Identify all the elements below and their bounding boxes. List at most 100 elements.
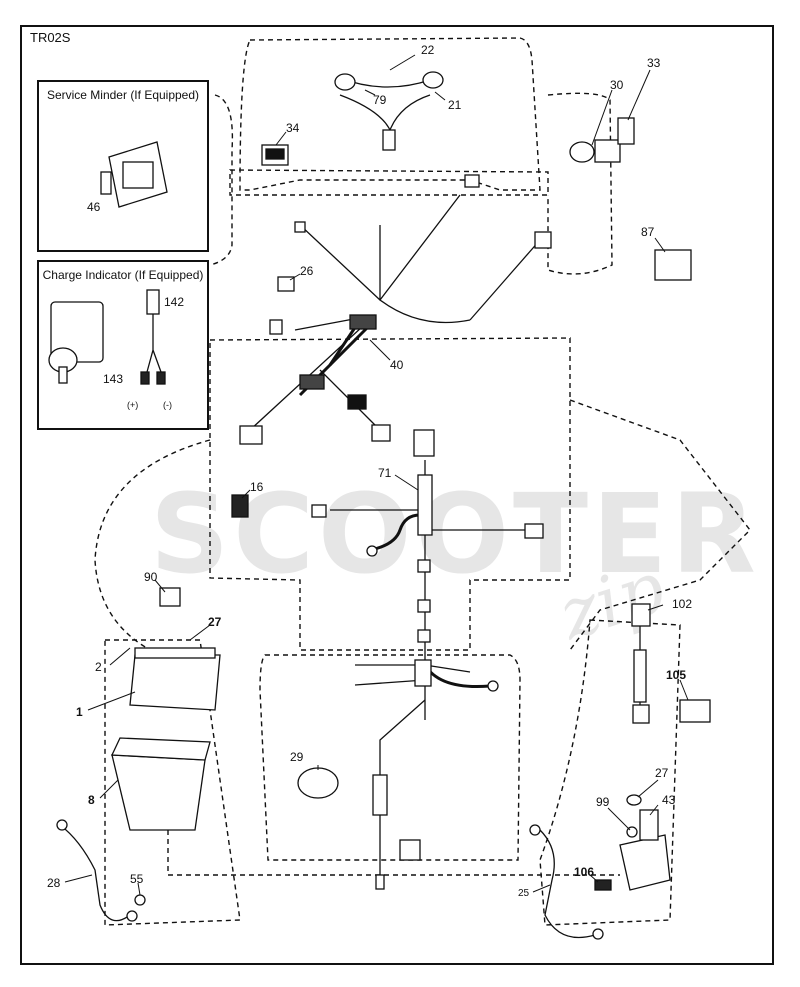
harness-71-clip <box>417 559 431 573</box>
ignition-key <box>617 117 635 145</box>
leader <box>591 89 613 146</box>
callout-99: 99 <box>596 795 610 809</box>
leader <box>154 579 166 593</box>
leader <box>241 489 251 499</box>
callout-105: 105 <box>666 668 687 682</box>
service-minder-display <box>122 161 154 189</box>
harness-sleeve <box>347 394 367 410</box>
leader <box>389 54 416 71</box>
diagram-frame <box>20 25 774 965</box>
charge-gauge-stem <box>58 366 68 384</box>
battery-cable-lower <box>423 664 491 689</box>
battery <box>129 654 221 711</box>
leader <box>87 691 136 711</box>
harness-71-clip <box>417 599 431 613</box>
callout-29: 29 <box>290 750 304 764</box>
callout-79: 79 <box>373 93 387 107</box>
harness-lower <box>379 699 426 880</box>
service-minder-title: Service Minder (If Equipped) <box>46 88 200 102</box>
harness-71-connector <box>413 429 435 457</box>
frame-outline <box>209 337 571 651</box>
callout-43: 43 <box>662 793 676 807</box>
fuse-holder-body <box>633 649 647 703</box>
leader <box>99 779 119 799</box>
lower-harness-sleeve <box>372 774 388 816</box>
callout-33: 33 <box>647 56 661 70</box>
headlight-left <box>334 73 356 91</box>
battery-tray-rim <box>111 737 211 761</box>
lower-center-outline <box>259 654 521 861</box>
callout-22: 22 <box>421 43 435 57</box>
callout-2: 2 <box>95 660 102 674</box>
light-switch-rocker <box>265 148 285 160</box>
starter-solenoid <box>619 834 671 891</box>
charge-indicator-drawing <box>48 289 166 385</box>
leader <box>394 474 419 491</box>
dash-outline <box>229 169 549 196</box>
callout-34: 34 <box>286 121 300 135</box>
leader <box>189 624 211 641</box>
charge-indicator-inset: Charge Indicator (If Equipped) 142 143 (… <box>37 260 209 430</box>
harness-71-end <box>311 504 327 518</box>
bottom-outline <box>167 830 620 876</box>
positive-cable <box>539 829 596 939</box>
callout-106: 106 <box>574 865 595 879</box>
leader <box>137 882 141 896</box>
leader <box>64 874 93 883</box>
polarity-positive: (+) <box>127 400 139 410</box>
callout-46: 46 <box>87 200 101 214</box>
harness-branch-2 <box>469 239 541 321</box>
battery-tray <box>111 754 206 831</box>
harness-sleeve <box>349 314 377 330</box>
headlight-right <box>422 71 444 89</box>
ring-terminal <box>592 928 604 940</box>
leader <box>364 89 376 96</box>
right-fender <box>547 92 613 275</box>
polarity-negative: (-) <box>163 400 172 410</box>
lower-harness-end <box>375 874 385 890</box>
callout-16: 16 <box>250 480 264 494</box>
leader <box>532 884 551 893</box>
ring-terminal <box>126 910 138 922</box>
callout-142: 142 <box>164 295 185 309</box>
harness-connector <box>534 231 552 249</box>
callout-30: 30 <box>610 78 624 92</box>
ring-terminal <box>56 819 68 831</box>
leader <box>637 779 659 798</box>
negative-cable <box>59 824 131 922</box>
nut-27 <box>626 794 642 806</box>
ring-terminal <box>366 545 378 557</box>
hood-outline <box>239 37 541 191</box>
part-106 <box>594 879 612 891</box>
charge-terminal-neg <box>156 371 166 385</box>
harness-connector <box>464 174 480 188</box>
leader <box>607 807 631 831</box>
leader <box>589 874 599 883</box>
leader <box>647 604 664 611</box>
right-arc <box>569 399 751 651</box>
service-minder-drawing <box>100 141 168 208</box>
callout-71: 71 <box>378 466 392 480</box>
diagram-code: TR02S <box>30 30 71 45</box>
main-harness-1 <box>249 314 376 431</box>
leader <box>679 679 689 701</box>
callout-87: 87 <box>641 225 655 239</box>
fuse-26 <box>277 276 295 292</box>
left-fender <box>209 94 234 266</box>
leader <box>654 237 666 253</box>
harness-71-sleeve <box>417 474 433 536</box>
leader <box>434 91 446 101</box>
bolt-55 <box>134 894 146 906</box>
fuse-holder <box>631 603 651 627</box>
callout-27-bottom: 27 <box>655 766 669 780</box>
harness-connector <box>269 319 283 335</box>
harness-71-end <box>524 523 544 539</box>
watermark-text: SCOOTER <box>150 470 760 598</box>
harness-lower-branch <box>355 664 471 673</box>
leader <box>627 69 651 121</box>
callout-8: 8 <box>88 793 95 807</box>
part-29 <box>297 767 339 799</box>
ignition-body <box>594 139 621 163</box>
